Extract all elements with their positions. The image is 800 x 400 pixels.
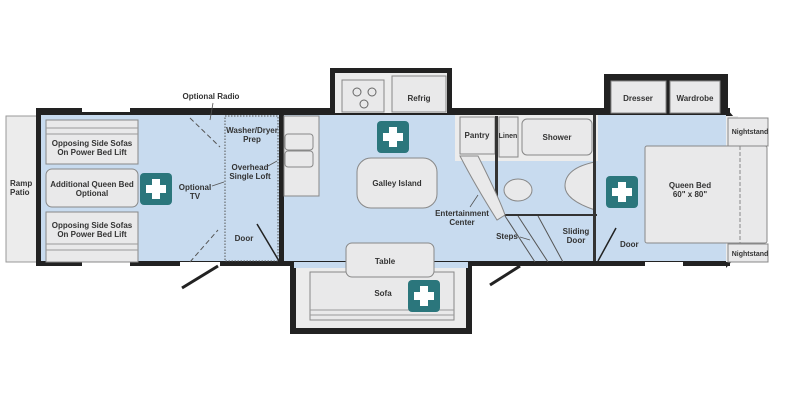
nightstand-bottom <box>727 243 769 263</box>
door-left-label: Door <box>235 234 254 243</box>
steps-label: Steps <box>496 232 518 241</box>
galley-island-label: Galley Island <box>372 179 421 188</box>
plus-hotspot-icon[interactable] <box>377 121 409 153</box>
refrig-label: Refrig <box>407 94 430 103</box>
bedroom-door <box>597 227 617 262</box>
sofa-top <box>45 119 139 165</box>
refrigerator <box>391 75 447 113</box>
queen-bed <box>644 145 768 244</box>
plus-hotspot-icon[interactable] <box>606 176 638 208</box>
optional-queen-bed <box>45 168 139 208</box>
window <box>82 108 130 112</box>
bathroom-sink-icon <box>564 161 596 211</box>
sink-icon <box>284 133 314 151</box>
pantry <box>459 116 496 155</box>
interior-door <box>256 223 280 262</box>
dresser-label: Dresser <box>623 94 653 103</box>
window <box>82 262 130 266</box>
door-bedroom-label: Door <box>620 240 639 249</box>
nightstand-bottom-label: Nightstand <box>732 251 769 258</box>
steps <box>504 215 564 263</box>
dresser <box>610 80 667 114</box>
optional-radio-label: Optional Radio <box>183 92 240 101</box>
entertainment-center <box>459 155 506 221</box>
entry-door-rear <box>181 264 219 290</box>
wardrobe <box>669 80 721 114</box>
wardrobe-label: Wardrobe <box>676 94 714 103</box>
plus-hotspot-icon[interactable] <box>140 173 172 205</box>
plus-hotspot-icon[interactable] <box>408 280 440 312</box>
linen-label: Linen <box>499 133 518 140</box>
linen <box>498 116 519 158</box>
table-label: Table <box>375 257 396 266</box>
shower-label: Shower <box>543 133 572 142</box>
table <box>345 242 435 278</box>
window <box>645 262 683 266</box>
toilet-icon <box>503 178 533 202</box>
window <box>180 262 220 266</box>
ramp-patio <box>5 115 39 263</box>
stove-icon <box>341 79 385 113</box>
nightstand-top-label: Nightstand <box>732 129 769 136</box>
entry-door-main <box>489 264 521 287</box>
shower <box>521 118 593 156</box>
nightstand-top <box>727 117 769 147</box>
sofa-label: Sofa <box>374 289 392 298</box>
pantry-label: Pantry <box>465 131 490 140</box>
sofa-bottom <box>45 211 139 263</box>
galley-island <box>356 157 438 209</box>
